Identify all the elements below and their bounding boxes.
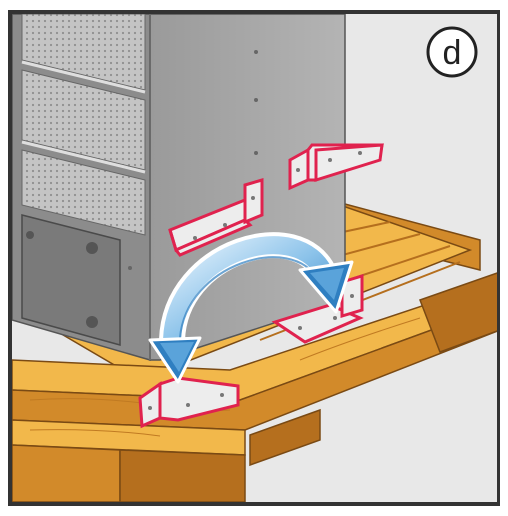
equipment-cabinet bbox=[12, 14, 346, 361]
mounting-bracket-upper-right bbox=[288, 143, 384, 191]
mounting-bracket-upper-left bbox=[168, 177, 264, 257]
mounting-bracket-lower-right bbox=[271, 273, 364, 344]
curved-arrow-icon bbox=[148, 232, 354, 384]
mounting-bracket-lower-left bbox=[138, 376, 240, 429]
step-label: d bbox=[443, 34, 462, 72]
step-label-badge: d bbox=[426, 26, 478, 78]
